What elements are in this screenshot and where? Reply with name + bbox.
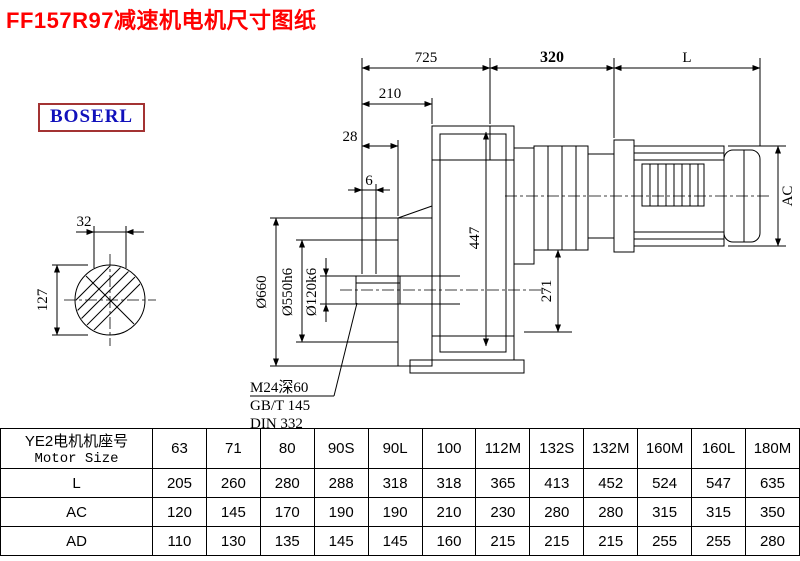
table-row-AC: AC 120 145 170 190 190 210 230 280 280 3… bbox=[0, 497, 800, 527]
cell: 635 bbox=[744, 468, 800, 498]
col-header: 90L bbox=[367, 428, 423, 469]
cell: 170 bbox=[259, 497, 315, 527]
col-header: 160L bbox=[691, 428, 746, 469]
note-gbt-standard: GB/T 145 bbox=[250, 398, 310, 414]
cell: 215 bbox=[475, 526, 531, 556]
drawing-shapes bbox=[52, 58, 786, 397]
motor-size-header: YE2电机机座号 Motor Size bbox=[0, 428, 153, 469]
cell: 318 bbox=[367, 468, 423, 498]
dim-127-lines bbox=[52, 264, 88, 336]
col-header: 112M bbox=[475, 428, 531, 469]
cell: 205 bbox=[152, 468, 207, 498]
dim-label-28: 28 bbox=[343, 129, 358, 145]
cell: 315 bbox=[637, 497, 693, 527]
cell: 255 bbox=[691, 526, 746, 556]
motor-outline bbox=[505, 139, 772, 265]
table-header-row: YE2电机机座号 Motor Size 63 71 80 90S 90L 100… bbox=[0, 428, 800, 469]
cell: 524 bbox=[637, 468, 693, 498]
cell: 145 bbox=[205, 497, 261, 527]
cell: 452 bbox=[583, 468, 639, 498]
dim-label-6: 6 bbox=[365, 173, 373, 189]
col-header: 100 bbox=[421, 428, 477, 469]
cell: 413 bbox=[529, 468, 585, 498]
page-title: FF157R97减速机电机尺寸图纸 bbox=[6, 8, 317, 33]
cell: 160 bbox=[421, 526, 477, 556]
dim-label-320: 320 bbox=[540, 49, 564, 66]
cell: 350 bbox=[744, 497, 800, 527]
cell: 120 bbox=[152, 497, 207, 527]
cell: 365 bbox=[475, 468, 531, 498]
table-row-L: L 205 260 280 288 318 318 365 413 452 52… bbox=[0, 468, 800, 498]
col-header: 180M bbox=[744, 428, 800, 469]
dim-label-725: 725 bbox=[415, 50, 438, 66]
cell: 230 bbox=[475, 497, 531, 527]
cell: 110 bbox=[152, 526, 207, 556]
shaft-end-view bbox=[64, 254, 156, 346]
col-header: 160M bbox=[637, 428, 693, 469]
dim-label-dia550: Ø550h6 bbox=[280, 267, 296, 316]
top-dimension-lines bbox=[348, 58, 761, 274]
cell: 255 bbox=[637, 526, 693, 556]
brand-logo: BOSERL bbox=[38, 103, 146, 132]
note-thread-spec: M24深60 bbox=[250, 379, 308, 396]
cell: 215 bbox=[529, 526, 585, 556]
table-row-AD: AD 110 130 135 145 145 160 215 215 215 2… bbox=[0, 526, 800, 556]
cell: 130 bbox=[205, 526, 261, 556]
cell: 288 bbox=[313, 468, 369, 498]
col-header: 80 bbox=[259, 428, 315, 469]
cell: 215 bbox=[583, 526, 639, 556]
col-header: 132S bbox=[529, 428, 585, 469]
cell: 190 bbox=[313, 497, 369, 527]
note-leader-line bbox=[250, 302, 358, 397]
col-header: 71 bbox=[205, 428, 261, 469]
cell: 280 bbox=[583, 497, 639, 527]
dim-label-AC: AC bbox=[780, 186, 796, 207]
cell: 318 bbox=[421, 468, 477, 498]
dim-label-dia660: Ø660 bbox=[254, 275, 270, 308]
cell: 145 bbox=[367, 526, 423, 556]
dim-label-271: 271 bbox=[539, 280, 555, 303]
dim-label-210: 210 bbox=[379, 86, 402, 102]
dimension-table: YE2电机机座号 Motor Size 63 71 80 90S 90L 100… bbox=[0, 428, 800, 556]
dim-label-L: L bbox=[682, 50, 691, 66]
motor-size-label-cn: YE2电机机座号 bbox=[24, 433, 129, 450]
dim-32-lines bbox=[76, 226, 144, 268]
cell: 260 bbox=[205, 468, 261, 498]
cell: 280 bbox=[744, 526, 800, 556]
cell: 315 bbox=[691, 497, 746, 527]
ac-dimension-lines bbox=[728, 145, 786, 247]
cell: 210 bbox=[421, 497, 477, 527]
cell: 280 bbox=[259, 468, 315, 498]
motor-size-label-en: Motor Size bbox=[34, 451, 119, 467]
dim-label-447: 447 bbox=[467, 226, 483, 249]
dim-label-32: 32 bbox=[77, 214, 92, 230]
cell: 145 bbox=[313, 526, 369, 556]
dim-label-dia120: Ø120k6 bbox=[304, 267, 320, 316]
col-header: 90S bbox=[313, 428, 369, 469]
cell: 190 bbox=[367, 497, 423, 527]
drawing-labels: 725 320 L 210 28 6 32 127 AC 447 271 Ø66… bbox=[35, 49, 796, 432]
cell: 547 bbox=[691, 468, 746, 498]
row-label: AC bbox=[0, 497, 153, 527]
col-header: 63 bbox=[152, 428, 207, 469]
cell: 135 bbox=[259, 526, 315, 556]
dim-label-127: 127 bbox=[35, 288, 51, 311]
vertical-dimension-lines bbox=[482, 131, 572, 347]
row-label: L bbox=[0, 468, 153, 498]
col-header: 132M bbox=[583, 428, 639, 469]
row-label: AD bbox=[0, 526, 153, 556]
cell: 280 bbox=[529, 497, 585, 527]
